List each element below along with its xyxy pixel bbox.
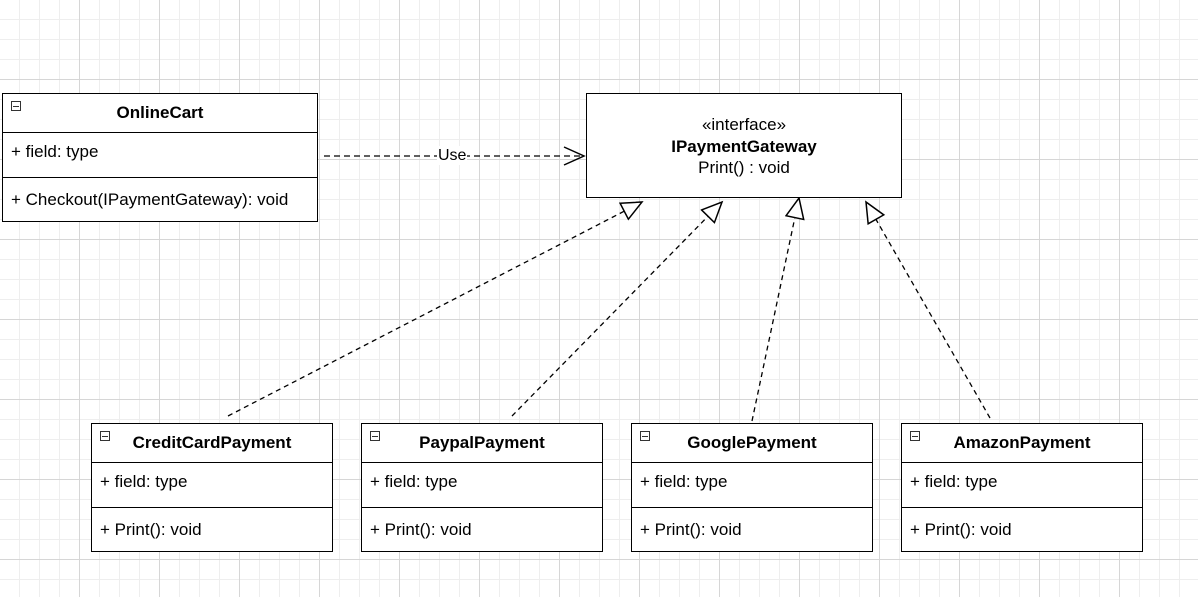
class-operation: + Checkout(IPaymentGateway): void (11, 190, 289, 209)
class-name: AmazonPayment (953, 433, 1091, 452)
class-header: GooglePayment (632, 424, 872, 463)
class-attribute: + field: type (362, 463, 602, 508)
collapse-icon[interactable] (640, 431, 650, 441)
interface-name: IPaymentGateway (671, 136, 817, 156)
amazonpayment-class[interactable]: AmazonPayment + field: type + Print(): v… (901, 423, 1143, 552)
creditcardpayment-class[interactable]: CreditCardPayment + field: type + Print(… (91, 423, 333, 552)
class-name: PaypalPayment (419, 433, 545, 452)
paypal-realization-line (511, 202, 722, 417)
class-attribute: + field: type (632, 463, 872, 508)
class-name: GooglePayment (687, 433, 817, 452)
class-operation: + Print(): void (910, 520, 1012, 539)
paypalpayment-class[interactable]: PaypalPayment + field: type + Print(): v… (361, 423, 603, 552)
interface-operation: Print() : void (698, 158, 790, 177)
class-header: PaypalPayment (362, 424, 602, 463)
class-operation: + Print(): void (370, 520, 472, 539)
class-header: OnlineCart (3, 94, 317, 133)
class-header: CreditCardPayment (92, 424, 332, 463)
class-attribute: + field: type (902, 463, 1142, 508)
collapse-icon[interactable] (100, 431, 110, 441)
googlepayment-class[interactable]: GooglePayment + field: type + Print(): v… (631, 423, 873, 552)
collapse-icon[interactable] (11, 101, 21, 111)
amazon-realization-line (866, 202, 991, 419)
class-operation: + Print(): void (640, 520, 742, 539)
collapse-icon[interactable] (910, 431, 920, 441)
class-attribute: + field: type (92, 463, 332, 508)
ipaymentgateway-interface[interactable]: «interface» IPaymentGateway Print() : vo… (586, 93, 902, 198)
onlinecart-class[interactable]: OnlineCart + field: type + Checkout(IPay… (2, 93, 318, 222)
use-label: Use (437, 146, 468, 165)
collapse-icon[interactable] (370, 431, 380, 441)
creditcard-realization-line (227, 202, 642, 417)
class-attribute: + field: type (3, 133, 317, 178)
class-header: AmazonPayment (902, 424, 1142, 463)
class-name: CreditCardPayment (132, 433, 292, 452)
class-operation: + Print(): void (100, 520, 202, 539)
class-name: OnlineCart (116, 103, 204, 122)
google-realization-line (751, 198, 799, 422)
interface-stereotype: «interface» (701, 115, 787, 134)
